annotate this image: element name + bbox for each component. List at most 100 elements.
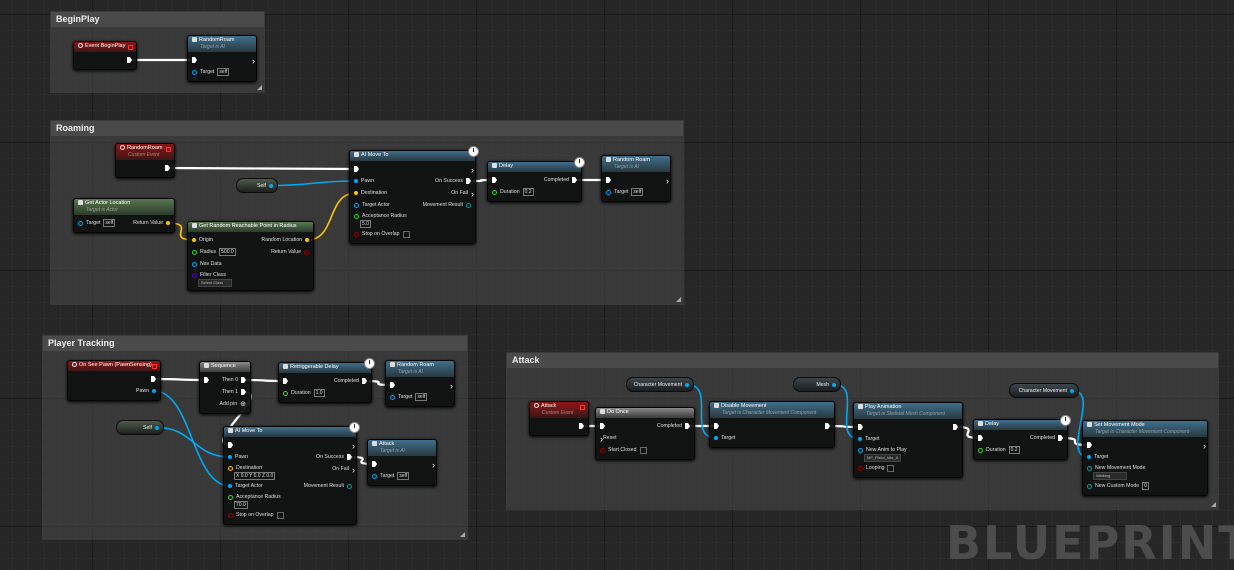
variable-getter-character-movement[interactable]: Character Movement xyxy=(1009,383,1079,398)
output-pin[interactable]: On Success xyxy=(312,451,356,463)
exec-pin-icon[interactable] xyxy=(492,177,497,183)
class-pin-icon[interactable] xyxy=(192,272,197,278)
exec-pin-icon[interactable] xyxy=(685,423,690,429)
delegate-pin-icon[interactable] xyxy=(580,405,585,410)
object-pin-icon[interactable] xyxy=(1070,388,1074,393)
input-pin[interactable] xyxy=(279,375,292,387)
exec-pin-icon[interactable] xyxy=(151,376,156,382)
output-pin[interactable] xyxy=(161,162,174,174)
input-pin[interactable]: Target xyxy=(854,433,883,445)
node-header[interactable]: Event BeginPlay xyxy=(74,42,136,52)
object-pin-icon[interactable] xyxy=(685,382,689,387)
vector-pin-icon[interactable] xyxy=(228,465,233,471)
exec-pin-icon[interactable] xyxy=(1058,435,1063,441)
object-pin-icon[interactable] xyxy=(354,202,359,208)
object-pin-icon[interactable] xyxy=(372,473,377,479)
variable-getter-character-movement[interactable]: Character Movement xyxy=(626,377,694,392)
object-pin-icon[interactable] xyxy=(78,220,83,226)
exec-pin-icon[interactable] xyxy=(165,165,170,171)
pin-default-value-input[interactable]: 0.2 xyxy=(522,188,534,196)
asset-dropdown[interactable]: MF_Pistol_Idle_A xyxy=(864,454,902,462)
output-pin[interactable]: On Success xyxy=(431,175,475,187)
add-pin-icon[interactable]: ⊕ xyxy=(240,401,246,408)
input-pin[interactable]: Target Actor xyxy=(224,480,267,492)
pin-default-value-input[interactable]: self xyxy=(217,68,230,76)
exec-pin-icon[interactable] xyxy=(978,435,983,441)
object-pin-icon[interactable] xyxy=(228,484,232,488)
exec-pin-icon[interactable] xyxy=(127,57,132,63)
output-pin[interactable]: Movement Result xyxy=(419,199,475,211)
object-pin-icon[interactable] xyxy=(714,436,718,440)
input-pin[interactable] xyxy=(188,54,201,66)
output-pin[interactable] xyxy=(428,458,436,470)
input-pin[interactable]: Target xyxy=(1083,451,1112,463)
input-pin[interactable]: Stop on Overlap xyxy=(224,509,288,521)
output-pin[interactable]: Then 1 xyxy=(218,386,250,398)
node-header[interactable]: On See Pawn (PawnSensing) xyxy=(68,361,160,371)
input-pin[interactable]: Pawn xyxy=(350,175,378,187)
struct-pin-icon[interactable] xyxy=(466,202,471,208)
float-pin-icon[interactable] xyxy=(492,189,497,195)
input-pin[interactable]: Start Closed xyxy=(596,444,651,456)
exec-pin-icon[interactable] xyxy=(204,377,209,383)
object-pin-icon[interactable] xyxy=(192,69,197,75)
output-pin[interactable] xyxy=(467,163,475,175)
exec-pin-icon[interactable] xyxy=(579,423,584,429)
object-pin-icon[interactable] xyxy=(354,179,358,183)
vector-pin-icon[interactable] xyxy=(305,238,309,242)
checkbox[interactable] xyxy=(639,446,647,454)
pin-default-value-input[interactable]: self xyxy=(631,188,644,196)
checkbox[interactable] xyxy=(402,230,410,238)
bool-pin-icon[interactable] xyxy=(228,512,233,518)
node-header[interactable]: AI Move To xyxy=(350,151,475,161)
node-header[interactable]: Retriggerable Delay xyxy=(279,363,371,373)
pin-default-value-input[interactable]: 5.0 xyxy=(360,220,371,228)
float-pin-icon[interactable] xyxy=(283,390,288,396)
pin-default-value-input[interactable]: self xyxy=(397,472,410,480)
checkbox[interactable] xyxy=(887,464,895,472)
object-pin-icon[interactable] xyxy=(155,425,159,430)
node-header[interactable]: Delay xyxy=(488,162,581,172)
variable-getter-self[interactable]: Self xyxy=(116,420,164,435)
exec-pin-icon[interactable] xyxy=(192,57,197,63)
output-pin[interactable] xyxy=(248,54,256,66)
float-pin-icon[interactable] xyxy=(978,447,983,453)
output-pin[interactable]: Random Location xyxy=(257,234,313,246)
exec-pin-icon[interactable] xyxy=(241,377,246,383)
output-pin[interactable]: Completed xyxy=(330,375,371,387)
exec-pin-icon[interactable] xyxy=(354,166,359,172)
input-pin[interactable] xyxy=(602,174,615,186)
exec-pin-icon[interactable] xyxy=(390,382,395,388)
object-pin-icon[interactable] xyxy=(269,183,273,188)
pin-default-value-input[interactable]: 500.0 xyxy=(219,248,236,256)
bool-pin-icon[interactable] xyxy=(600,447,605,453)
exec-pin-icon[interactable] xyxy=(858,424,863,430)
output-pin[interactable] xyxy=(821,420,834,432)
float-pin-icon[interactable] xyxy=(354,213,359,219)
input-pin[interactable]: Destination xyxy=(350,187,391,199)
output-pin[interactable] xyxy=(662,174,670,186)
resize-grip-icon[interactable] xyxy=(1211,502,1216,507)
exec-pin-icon[interactable] xyxy=(241,389,246,395)
delegate-pin-icon[interactable] xyxy=(166,147,171,152)
checkbox[interactable] xyxy=(276,511,284,519)
exec-pin-icon[interactable] xyxy=(953,424,958,430)
output-pin[interactable] xyxy=(348,439,356,451)
asset-dropdown[interactable]: Select Class xyxy=(198,279,232,287)
